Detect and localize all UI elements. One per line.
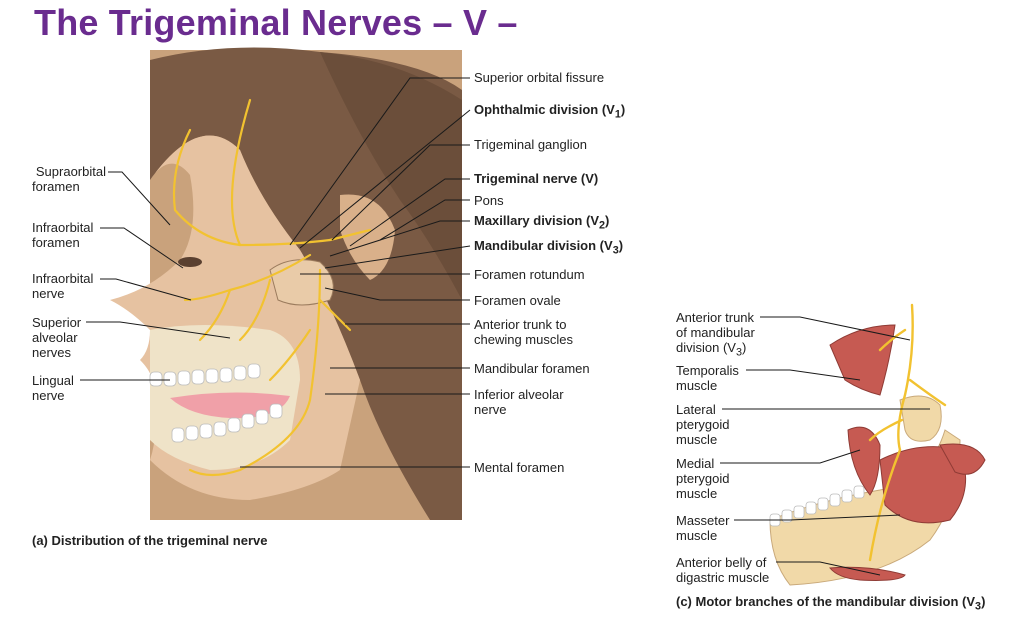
label-text: Mandibular division (V (474, 238, 613, 253)
leader-lines-left (80, 171, 231, 381)
label-inferior-alveolar-nerve: Inferior alveolar nerve (474, 387, 564, 417)
label-supraorbital-foramen: Supraorbital foramen (20, 164, 106, 194)
label-line: division (V3) (676, 340, 755, 361)
label-foramen-rotundum: Foramen rotundum (474, 267, 585, 282)
caption-text: (c) Motor branches of the mandibular div… (676, 594, 976, 609)
lower-teeth (171, 403, 283, 443)
label-line: alveolar (32, 330, 78, 345)
label-infraorbital-nerve: Infraorbital nerve (32, 271, 93, 301)
masseter-muscle (879, 446, 967, 524)
digastric-muscle (829, 566, 906, 581)
bone-fossa (269, 259, 334, 306)
label-text: division (V (676, 340, 736, 355)
upper-teeth (149, 363, 261, 387)
label-subscript: 1 (614, 108, 621, 121)
label-line: Temporalis (676, 363, 739, 378)
label-line: muscle (676, 528, 718, 543)
label-trigeminal-nerve: Trigeminal nerve (V) (474, 171, 599, 186)
jaw-teeth (769, 485, 865, 527)
panel-a-caption: (a) Distribution of the trigeminal nerve (32, 533, 268, 548)
label-superior-alveolar-nerves: Superior alveolar nerves (32, 315, 81, 360)
label-temporalis-muscle: Temporalis muscle (676, 363, 739, 393)
label-text: ) (618, 238, 624, 253)
label-line: foramen (32, 235, 80, 250)
label-pons: Pons (474, 193, 504, 208)
label-mandibular-foramen: Mandibular foramen (474, 361, 590, 376)
temporalis-muscle (829, 324, 896, 396)
label-masseter-muscle: Masseter muscle (676, 513, 729, 543)
label-anterior-trunk: Anterior trunk to chewing muscles (474, 317, 573, 347)
eye (178, 257, 202, 267)
lateral-pterygoid-muscle (939, 443, 986, 475)
label-line: Anterior trunk to (474, 317, 567, 332)
mandibular-nerve-branches (868, 303, 947, 562)
label-line: Supraorbital (35, 164, 106, 179)
label-line: foramen (32, 179, 80, 194)
label-line: Superior (32, 315, 82, 330)
label-lateral-pterygoid: Lateral pterygoid muscle (676, 402, 729, 447)
label-line: nerve (32, 388, 65, 403)
label-line: muscle (676, 378, 718, 393)
label-line: muscle (676, 486, 718, 501)
label-line: Lingual (32, 373, 74, 388)
label-line: Medial (676, 456, 715, 471)
label-subscript: 3 (612, 244, 619, 257)
label-lingual-nerve: Lingual nerve (32, 373, 74, 403)
label-line: Anterior belly of (676, 555, 767, 570)
condyle (899, 395, 942, 442)
label-text: Ophthalmic division (V (474, 102, 615, 117)
label-text: ) (620, 102, 626, 117)
label-text: ) (742, 340, 747, 355)
label-infraorbital-foramen: Infraorbital foramen (32, 220, 93, 250)
label-line: nerve (32, 286, 65, 301)
label-line: muscle (676, 432, 718, 447)
label-ophthalmic-division: Ophthalmic division (V1) (474, 102, 625, 123)
caption-text: ) (981, 594, 986, 609)
label-line: Lateral (676, 402, 716, 417)
label-subscript: 3 (735, 346, 742, 359)
leader-lines-panel-c (720, 316, 930, 576)
label-superior-orbital-fissure: Superior orbital fissure (474, 70, 605, 85)
label-line: nerves (32, 345, 72, 360)
jaw-muscle-illustration (769, 303, 986, 586)
label-trigeminal-ganglion: Trigeminal ganglion (474, 137, 587, 152)
label-line: Anterior trunk (676, 310, 755, 325)
label-mandibular-division: Mandibular division (V3) (474, 238, 623, 259)
caption-subscript: 3 (975, 600, 982, 613)
label-line: pterygoid (676, 471, 730, 486)
page-title: The Trigeminal Nerves – V – (34, 2, 518, 43)
label-line: Inferior alveolar (474, 387, 564, 402)
label-subscript: 2 (599, 219, 606, 232)
label-line: Masseter (676, 513, 730, 528)
label-line: Infraorbital (32, 220, 94, 235)
label-line: of mandibular (676, 325, 755, 340)
label-text: Maxillary division (V (474, 213, 599, 228)
ear (340, 194, 395, 280)
label-digastric-muscle: Anterior belly of digastric muscle (676, 555, 769, 585)
label-medial-pterygoid: Medial pterygoid muscle (676, 456, 729, 501)
label-line: Infraorbital (32, 271, 94, 286)
panel-c-caption: (c) Motor branches of the mandibular div… (676, 594, 985, 613)
label-text: ) (605, 213, 610, 228)
label-line: chewing muscles (474, 332, 573, 347)
label-line: digastric muscle (676, 570, 770, 585)
label-foramen-ovale: Foramen ovale (474, 293, 561, 308)
head-illustration (110, 47, 462, 520)
label-anterior-trunk-mandibular: Anterior trunk of mandibular division (V… (676, 310, 755, 361)
medial-pterygoid-muscle (847, 426, 881, 496)
hair-shade (320, 52, 462, 300)
label-mental-foramen: Mental foramen (474, 460, 565, 475)
leader-lines-right (240, 77, 471, 468)
label-line: nerve (474, 402, 507, 417)
label-line: pterygoid (676, 417, 730, 432)
label-maxillary-division: Maxillary division (V2) (474, 213, 609, 234)
